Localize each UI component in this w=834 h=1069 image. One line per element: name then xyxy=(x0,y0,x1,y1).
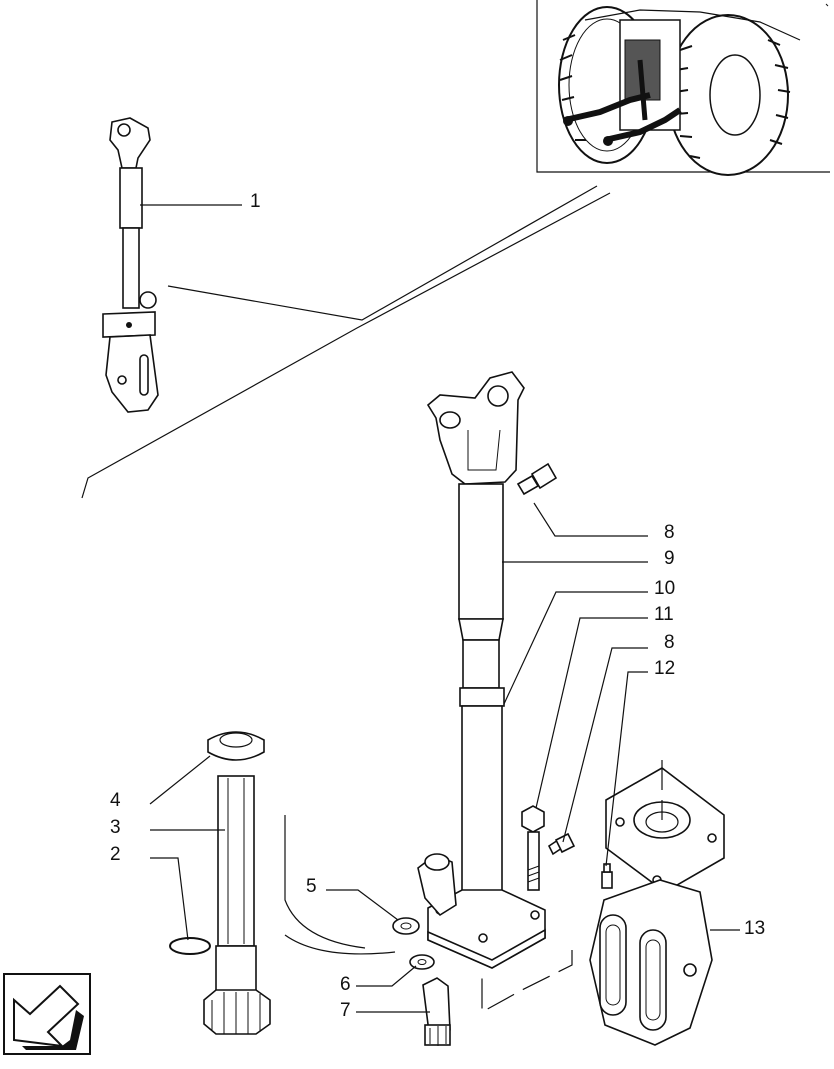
label-6: 6 xyxy=(340,974,351,995)
label-8-mid: 8 xyxy=(664,632,675,653)
lift-rod-overview xyxy=(102,117,159,413)
tractor-inset xyxy=(536,0,830,176)
grease-nipple-top xyxy=(516,462,558,496)
back-arrow-icon[interactable] xyxy=(3,973,91,1055)
bracket xyxy=(589,767,725,1046)
screw-shaft xyxy=(203,731,271,1035)
label-5: 5 xyxy=(306,876,317,897)
grease-nipple-12 xyxy=(601,863,613,889)
pinion xyxy=(422,977,451,1046)
bolt xyxy=(521,805,545,891)
o-ring xyxy=(169,937,211,955)
label-13: 13 xyxy=(744,918,765,939)
label-4: 4 xyxy=(110,790,121,811)
label-7: 7 xyxy=(340,1000,351,1021)
washer xyxy=(392,917,420,935)
grease-nipple-mid xyxy=(547,832,576,856)
label-2: 2 xyxy=(110,844,121,865)
label-11: 11 xyxy=(654,604,674,625)
label-9: 9 xyxy=(664,548,675,569)
small-washer xyxy=(409,954,435,970)
label-10: 10 xyxy=(654,578,675,599)
label-12: 12 xyxy=(654,658,675,679)
label-3: 3 xyxy=(110,817,121,838)
label-1: 1 xyxy=(250,191,261,212)
label-8-top: 8 xyxy=(664,522,675,543)
main-lift-rod xyxy=(417,371,546,969)
